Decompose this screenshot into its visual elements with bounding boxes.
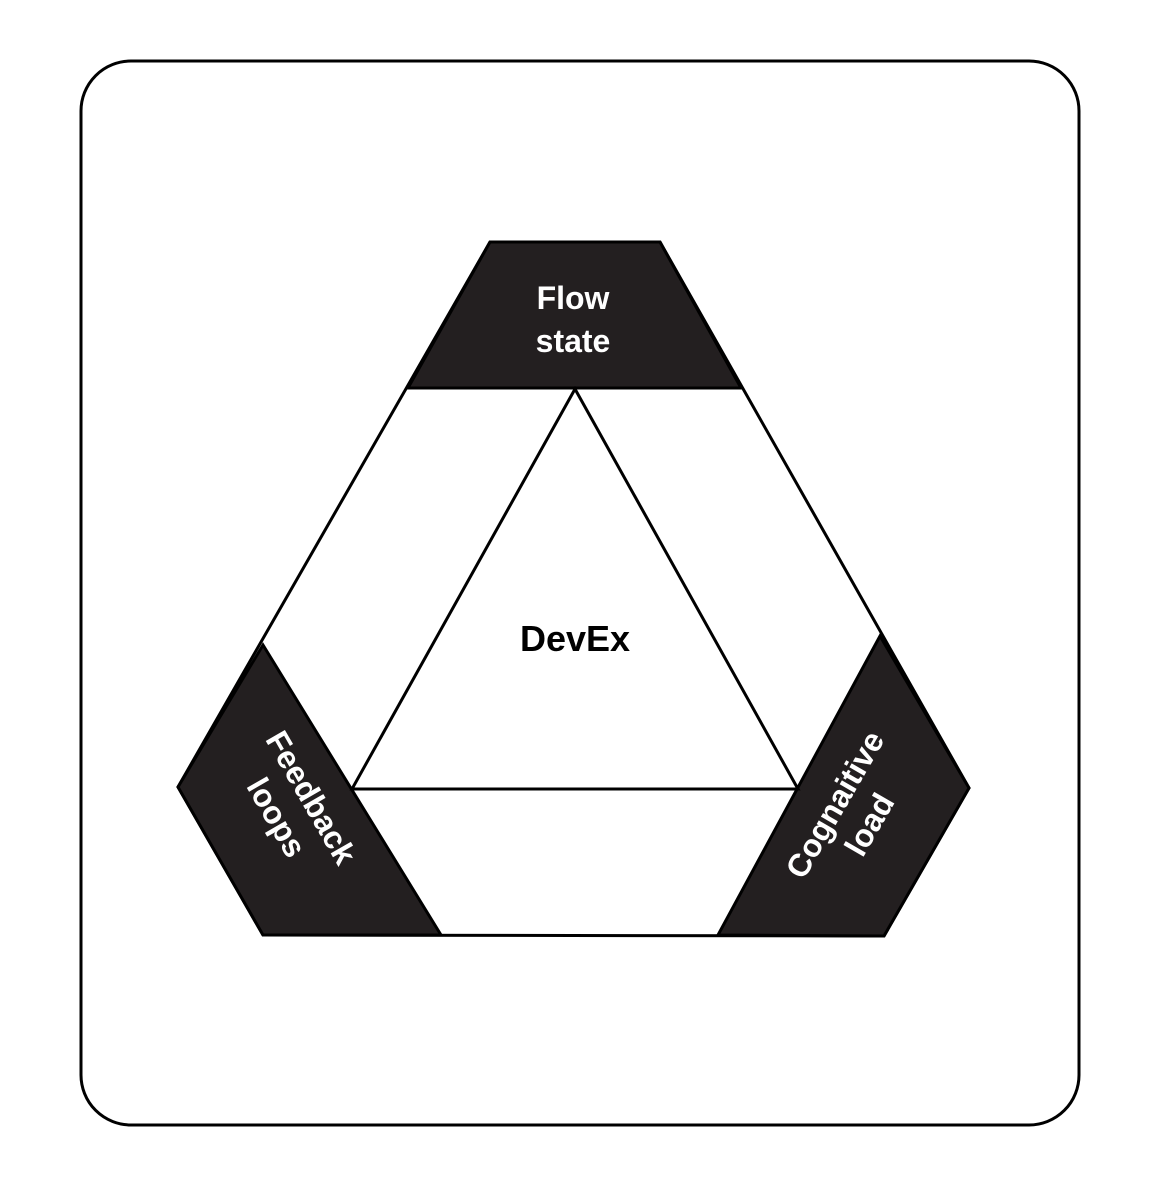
segment-right-cognitive-load: [715, 632, 971, 938]
top-segment-label-line1: Flow: [537, 280, 610, 316]
center-label: DevEx: [520, 618, 630, 659]
segment-top-flow-state: [405, 240, 744, 390]
top-segment-label-line2: state: [536, 323, 611, 359]
inner-triangle: [349, 385, 801, 791]
segment-left-feedback-loops: [176, 642, 444, 937]
